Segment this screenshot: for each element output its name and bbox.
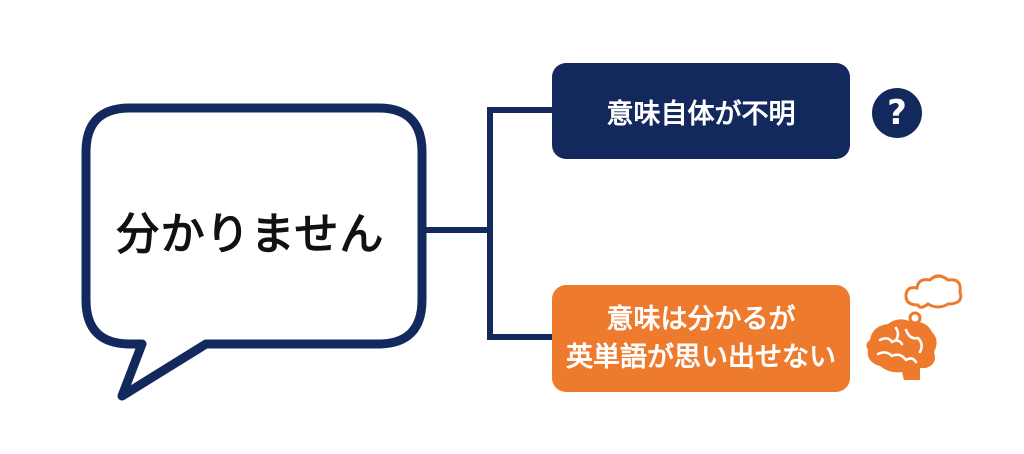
connector-lines (419, 107, 555, 340)
branch-box-word-forgotten: 意味は分かるが 英単語が思い出せない (552, 285, 850, 392)
question-icon: ? (872, 88, 922, 138)
bubble-text: 分かりません (115, 209, 385, 260)
branch-label-line-1: 意味は分かるが (606, 303, 796, 335)
branch-label: 意味自体が不明 (606, 98, 796, 130)
branch-label-line-2: 英単語が思い出せない (566, 341, 836, 373)
branch-box-meaning-unknown: 意味自体が不明 (552, 63, 850, 159)
speech-bubble (81, 103, 427, 401)
brain-thought-icon (866, 274, 963, 380)
